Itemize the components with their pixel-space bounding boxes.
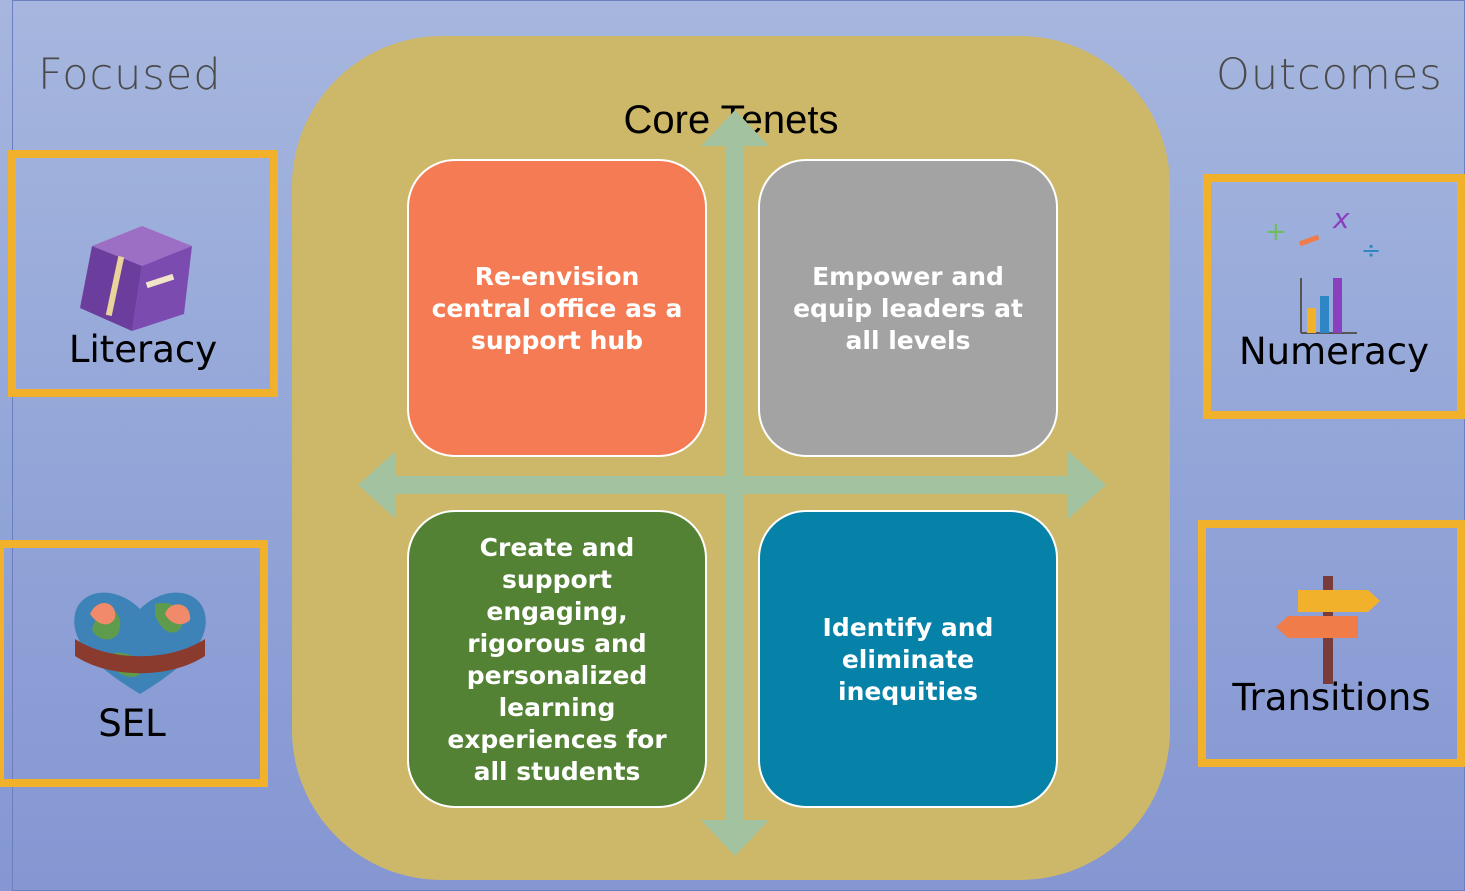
focused-heading: Focused xyxy=(38,50,222,100)
svg-text:÷: ÷ xyxy=(1361,236,1381,264)
horizontal-arrow-shaft xyxy=(388,476,1078,494)
sel-label: SEL xyxy=(98,702,166,745)
literacy-box: Literacy xyxy=(8,150,278,397)
numeracy-label: Numeracy xyxy=(1238,330,1430,373)
quadrant-arrows xyxy=(358,110,1106,856)
tenet-tile-empower-leaders: Empower and equip leaders at all levels xyxy=(758,159,1058,457)
transitions-label: Transitions xyxy=(1232,676,1431,719)
arrow-head-down xyxy=(701,820,769,856)
tenet-tile-eliminate-inequities: Identify and eliminate inequities xyxy=(758,510,1058,808)
transitions-box: Transitions xyxy=(1198,520,1465,767)
tenet-text: Create and support engaging, rigorous an… xyxy=(447,533,667,786)
arrow-head-left xyxy=(358,451,396,519)
tenet-text: Re-envision central office as a support … xyxy=(431,262,683,355)
signpost-icon xyxy=(1276,576,1380,684)
outcomes-heading: Outcomes xyxy=(1216,50,1443,100)
tenet-text: Empower and equip leaders at all levels xyxy=(793,262,1023,355)
arrow-head-right xyxy=(1068,451,1106,519)
math-chart-icon: + x ÷ xyxy=(1265,202,1381,334)
svg-text:+: + xyxy=(1265,217,1287,247)
literacy-label: Literacy xyxy=(68,328,218,371)
sel-box: SEL xyxy=(0,540,268,787)
tenet-text: Identify and eliminate inequities xyxy=(822,613,994,706)
book-icon xyxy=(80,226,192,331)
tenet-tile-central-office: Re-envision central office as a support … xyxy=(407,159,707,457)
svg-text:x: x xyxy=(1332,202,1350,235)
numeracy-box: + x ÷ Numeracy xyxy=(1203,174,1465,419)
tenet-tile-learning-experiences: Create and support engaging, rigorous an… xyxy=(407,510,707,808)
heart-globe-icon xyxy=(74,592,206,694)
arrow-head-up xyxy=(701,110,769,146)
